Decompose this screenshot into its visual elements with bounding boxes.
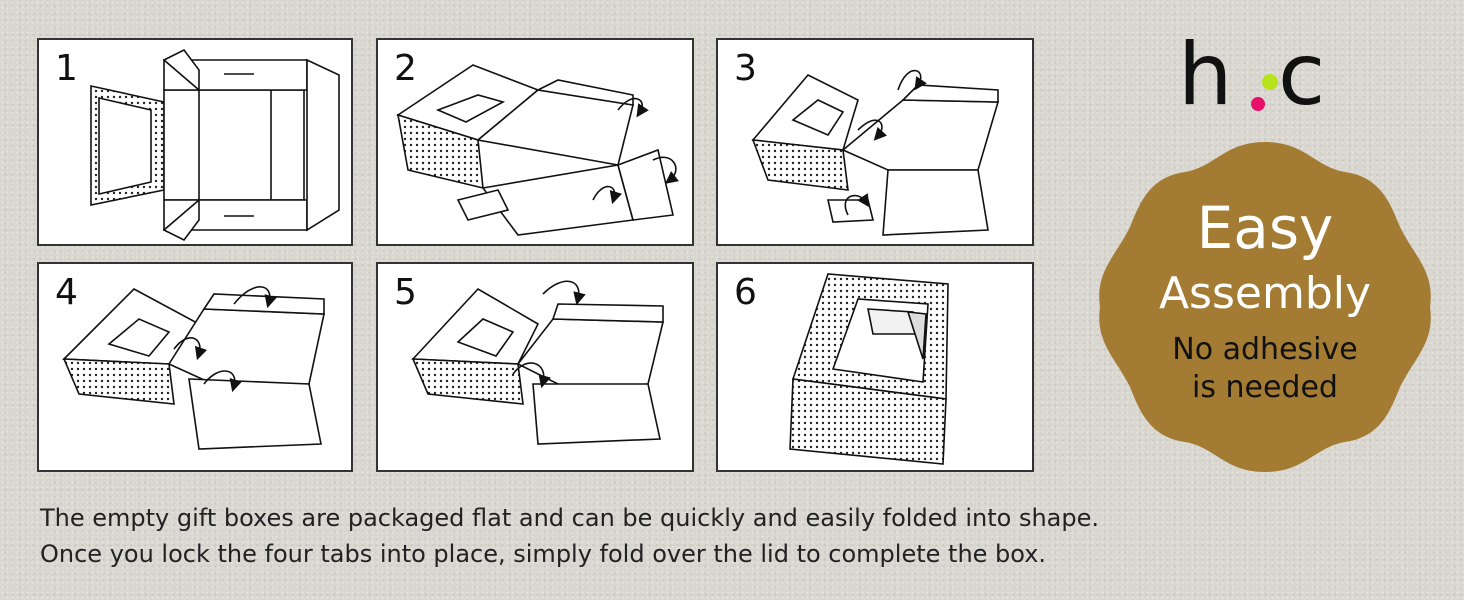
flat-box-diagram: [90, 48, 340, 242]
brand-logo: h c: [1178, 20, 1348, 125]
folding-box-diagram: [411, 280, 665, 445]
step-panel-5: 5: [376, 262, 694, 472]
badge-text: Easy Assembly No adhesive is needed: [1090, 132, 1440, 482]
logo-mark: h c: [1178, 25, 1325, 125]
folding-box-diagram: [751, 69, 1000, 236]
badge-title-assembly: Assembly: [1158, 268, 1372, 319]
caption-line-2: Once you lock the four tabs into place, …: [40, 540, 1047, 568]
step-number: 4: [55, 272, 78, 313]
step-panel-4: 4: [37, 262, 353, 472]
assembled-box-diagram: [789, 273, 949, 465]
badge-title-easy: Easy: [1196, 194, 1334, 262]
easy-assembly-badge: [1099, 142, 1431, 472]
logo-letter-h: h: [1178, 25, 1233, 115]
step-number: 2: [394, 48, 417, 89]
step-number: 1: [55, 48, 78, 89]
step-panel-3: 3: [716, 38, 1034, 246]
folding-box-diagram: [396, 64, 679, 236]
logo-letter-c: c: [1278, 25, 1325, 115]
badge-subtitle-2: is needed: [1192, 370, 1338, 405]
step-number: 6: [734, 272, 757, 313]
step-number: 5: [394, 272, 417, 313]
logo-dot-green: [1262, 74, 1278, 90]
caption-line-1: The empty gift boxes are packaged flat a…: [40, 504, 1099, 532]
badge-subtitle-1: No adhesive: [1172, 332, 1358, 367]
step-panel-6: 6: [716, 262, 1034, 472]
step-number: 3: [734, 48, 757, 89]
step-panel-2: 2: [376, 38, 694, 246]
folding-box-diagram: [62, 286, 325, 450]
step-panel-1: 1: [37, 38, 353, 246]
logo-dot-pink: [1251, 97, 1265, 111]
